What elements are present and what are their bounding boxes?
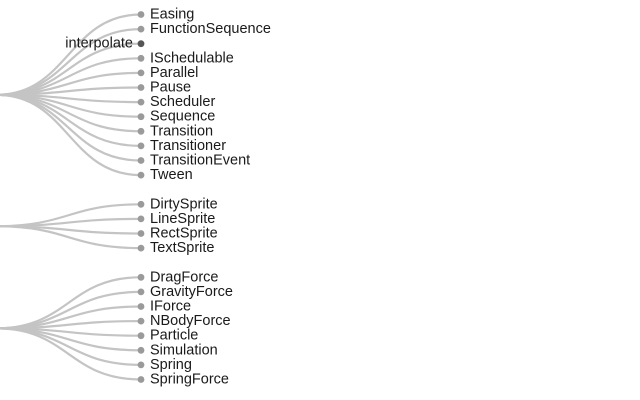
tree-link-transition-event: [0, 93, 142, 162]
node-label[interactable]: LineSprite: [150, 211, 215, 227]
tree-link-text-sprite: [0, 225, 142, 250]
node-dot[interactable]: [137, 317, 145, 325]
node-label[interactable]: FunctionSequence: [150, 21, 271, 37]
tree-node-transitioner[interactable]: Transitioner: [137, 138, 227, 154]
tree-node-spring[interactable]: Spring: [137, 357, 192, 373]
node-label[interactable]: Easing: [150, 7, 194, 23]
tree-node-scheduler[interactable]: Scheduler: [137, 94, 216, 110]
tree-node-iforce[interactable]: IForce: [137, 299, 191, 315]
tree-node-ischedulable[interactable]: ISchedulable: [137, 50, 234, 66]
node-dot[interactable]: [137, 157, 145, 164]
node-dot[interactable]: [137, 376, 145, 383]
node-label[interactable]: DragForce: [150, 269, 219, 285]
node-dot[interactable]: [137, 11, 145, 18]
tree-link-spring-force: [0, 327, 142, 381]
tree-node-transition-event[interactable]: TransitionEvent: [137, 153, 251, 169]
node-label[interactable]: Pause: [150, 80, 191, 96]
tree-node-drag-force[interactable]: DragForce: [137, 269, 219, 285]
node-dot[interactable]: [137, 84, 145, 91]
node-dot[interactable]: [137, 332, 145, 340]
node-dot[interactable]: [137, 244, 145, 252]
node-dot[interactable]: [137, 25, 145, 33]
tree-node-rect-sprite[interactable]: RectSprite: [137, 226, 218, 242]
node-label[interactable]: GravityForce: [150, 284, 233, 300]
node-dot[interactable]: [137, 303, 145, 310]
node-dot[interactable]: [137, 54, 145, 62]
tree-node-line-sprite[interactable]: LineSprite: [137, 211, 216, 227]
node-dot[interactable]: [137, 127, 145, 135]
tree-link-ischedulable: [0, 57, 142, 96]
node-label[interactable]: IForce: [150, 299, 191, 315]
tree-link-spring: [0, 327, 142, 366]
node-label[interactable]: Tween: [150, 167, 193, 183]
node-dot[interactable]: [137, 40, 145, 48]
tree-node-simulation[interactable]: Simulation: [137, 342, 218, 358]
node-label[interactable]: Spring: [150, 357, 192, 373]
node-label[interactable]: interpolate: [65, 36, 133, 52]
node-dot[interactable]: [137, 230, 145, 237]
node-label[interactable]: Sequence: [150, 109, 215, 125]
node-dot[interactable]: [137, 200, 145, 208]
tree-node-parallel[interactable]: Parallel: [137, 65, 199, 81]
tree-node-interpolate[interactable]: interpolate: [65, 36, 145, 52]
tree-link-nbody-force: [0, 320, 142, 330]
tree-node-spring-force[interactable]: SpringForce: [137, 372, 229, 388]
tree-node-gravity-force[interactable]: GravityForce: [137, 284, 233, 300]
node-label[interactable]: Parallel: [150, 65, 198, 81]
tree-link-line-sprite: [0, 217, 142, 228]
node-dot[interactable]: [137, 361, 145, 369]
tree-link-gravity-force: [0, 290, 142, 330]
tree-node-function-sequence[interactable]: FunctionSequence: [137, 21, 271, 37]
node-label[interactable]: Scheduler: [150, 94, 215, 110]
node-dot[interactable]: [137, 215, 145, 223]
tree-node-transition[interactable]: Transition: [137, 123, 214, 139]
node-dot[interactable]: [137, 171, 145, 179]
tree-node-dirty-sprite[interactable]: DirtySprite: [137, 196, 218, 212]
node-label[interactable]: DirtySprite: [150, 196, 218, 212]
node-label[interactable]: RectSprite: [150, 226, 218, 242]
node-label[interactable]: Simulation: [150, 342, 218, 358]
node-label[interactable]: Transitioner: [150, 138, 226, 154]
tree-link-tween: [0, 93, 142, 177]
tree-node-text-sprite[interactable]: TextSprite: [137, 240, 215, 256]
tree-node-easing[interactable]: Easing: [137, 7, 195, 23]
tree-node-tween[interactable]: Tween: [137, 167, 193, 183]
node-dot[interactable]: [137, 273, 145, 281]
tree-links: [0, 13, 142, 381]
node-dot[interactable]: [137, 98, 145, 106]
node-label[interactable]: TextSprite: [150, 240, 214, 256]
node-dot[interactable]: [137, 69, 145, 77]
node-label[interactable]: SpringForce: [150, 372, 229, 388]
node-label[interactable]: ISchedulable: [150, 50, 234, 66]
node-label[interactable]: NBodyForce: [150, 313, 231, 329]
tree-node-particle[interactable]: Particle: [137, 328, 199, 344]
node-dot[interactable]: [137, 288, 145, 296]
node-label[interactable]: Particle: [150, 328, 198, 344]
tree-node-pause[interactable]: Pause: [137, 80, 192, 96]
node-dot[interactable]: [137, 142, 145, 150]
tree-node-sequence[interactable]: Sequence: [137, 109, 216, 125]
node-dot[interactable]: [137, 346, 145, 354]
node-dot[interactable]: [137, 113, 145, 121]
node-label[interactable]: Transition: [150, 123, 213, 139]
tree-node-nbody-force[interactable]: NBodyForce: [137, 313, 231, 329]
node-label[interactable]: TransitionEvent: [150, 153, 250, 169]
tree-link-transition: [0, 93, 142, 133]
